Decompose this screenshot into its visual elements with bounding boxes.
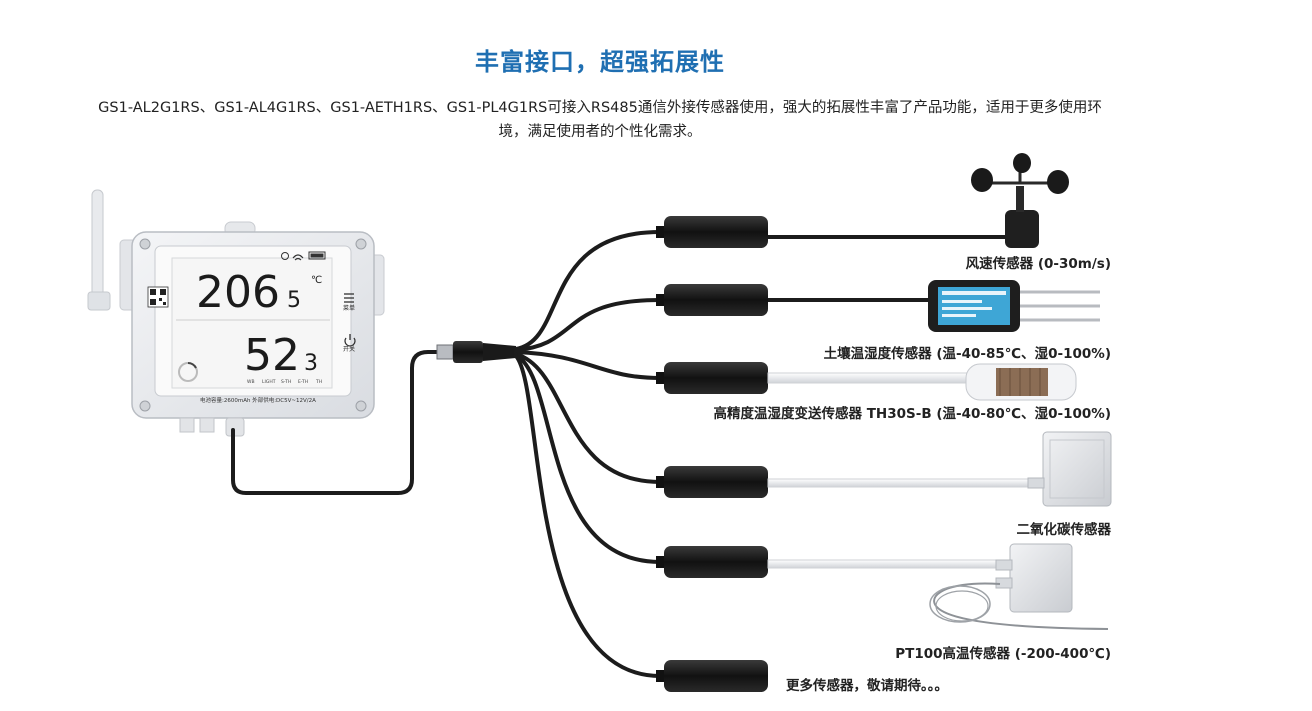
- menu-button-icon: [344, 293, 354, 303]
- humidity-decimal: 3: [304, 351, 318, 376]
- sensor-label-more: 更多传感器，敬请期待。。。: [786, 678, 948, 694]
- splitter-connector: [436, 341, 516, 363]
- lcd-mode-tabs: WB LIGHT S-TH E-TH TH: [247, 379, 322, 385]
- mode-tab: TH: [315, 379, 322, 385]
- wifi-icon: [292, 254, 304, 261]
- logger-device: [131, 231, 375, 437]
- globe-icon: [281, 252, 289, 260]
- qr-code: [147, 286, 169, 308]
- device-footer-text: 电池容量:2600mAh 外部供电:DC5V~12V/2A: [200, 396, 316, 404]
- description-line-1: GS1-AL2G1RS、GS1-AL4G1RS、GS1-AETH1RS、GS1-…: [98, 100, 1102, 116]
- page-title: 丰富接口，超强拓展性: [475, 48, 725, 76]
- co2-box-icon: [1027, 431, 1112, 507]
- anemometer-icon: [971, 153, 1069, 248]
- temperature-value: 206: [196, 267, 280, 318]
- sensor-label-th30s: 高精度温湿度变送传感器 TH30S-B (温-40-80℃、湿0-100%): [713, 406, 1111, 422]
- branch-cables: [514, 230, 662, 678]
- antenna: [87, 189, 111, 311]
- sensor-label-wind: 风速传感器 (0-30m/s): [965, 256, 1111, 272]
- humidity-value: 52: [244, 330, 300, 381]
- power-icon: [344, 334, 356, 347]
- sensor-label-pt100: PT100高温传感器 (-200-400℃): [895, 646, 1111, 662]
- sensor-label-soil: 土壤温湿度传感器 (温-40-85℃、湿0-100%): [823, 346, 1111, 362]
- temperature-unit: ℃: [311, 275, 322, 286]
- power-label: 开关: [343, 345, 355, 353]
- th-probe-icon: [965, 363, 1077, 401]
- branch-plugs: [656, 216, 768, 692]
- pt100-icon: [929, 543, 1109, 630]
- mode-tab: LIGHT: [262, 379, 276, 385]
- page-description: GS1-AL2G1RS、GS1-AL4G1RS、GS1-AETH1RS、GS1-…: [88, 96, 1112, 144]
- temperature-decimal: 5: [287, 288, 301, 313]
- description-line-2: 境，满足使用者的个性化需求。: [498, 124, 702, 140]
- mode-tab: E-TH: [298, 379, 308, 385]
- menu-label: 菜单: [343, 304, 355, 312]
- soil-probe-icon: [928, 280, 1100, 332]
- mode-tab: WB: [247, 379, 255, 385]
- battery-icon: [308, 251, 326, 260]
- main-cable: [231, 350, 456, 495]
- sensor-label-co2: 二氧化碳传感器: [1016, 522, 1112, 538]
- lcd-screen: [171, 257, 333, 389]
- mode-tab: S-TH: [281, 379, 291, 385]
